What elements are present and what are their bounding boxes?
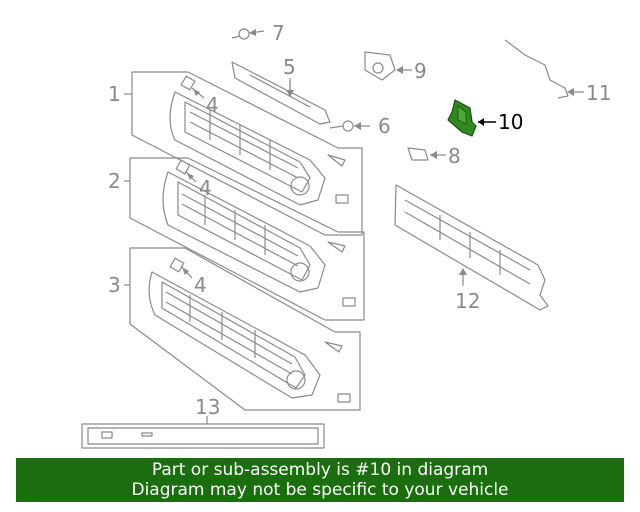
grille-assembly-3[interactable] [129, 247, 361, 411]
callout-11: 11 [586, 81, 611, 105]
clip-4b[interactable] [175, 159, 191, 175]
callout-10: 10 [498, 110, 523, 134]
part-12-lower-bracket[interactable] [394, 184, 549, 311]
grille-assembly-2[interactable] [129, 157, 365, 321]
grille-3 [148, 271, 321, 399]
fog-light-1 [290, 176, 310, 196]
fog-light-2 [290, 262, 310, 282]
callout-2: 2 [108, 169, 121, 193]
callout-13: 13 [195, 395, 220, 419]
callout-1: 1 [108, 82, 121, 106]
callout-6: 6 [378, 114, 391, 138]
grille-1-inner [184, 101, 311, 193]
bracket-2 [342, 297, 356, 307]
callout-12: 12 [455, 289, 480, 313]
callout-9: 9 [414, 59, 427, 83]
callout-4b: 4 [199, 176, 212, 200]
part-8-clip[interactable] [407, 147, 429, 161]
panel-3-outline [129, 247, 361, 411]
part-11-wire[interactable] [504, 39, 569, 99]
callout-7: 7 [272, 21, 285, 45]
callout-3: 3 [108, 273, 121, 297]
clip-4c[interactable] [169, 257, 185, 273]
part-13-strip[interactable] [81, 423, 325, 449]
banner-line-1: Part or sub-assembly is #10 in diagram [151, 460, 489, 480]
grille-1 [169, 91, 326, 206]
info-banner: Part or sub-assembly is #10 in diagram D… [16, 458, 624, 502]
grille-assembly-1[interactable] [131, 71, 363, 236]
bracket-1 [335, 194, 349, 204]
banner-line-2: Diagram may not be specific to your vehi… [131, 480, 509, 500]
grille-3-inner [161, 281, 306, 389]
callout-4c: 4 [194, 273, 207, 297]
fog-light-3 [286, 370, 306, 390]
part-10-highlighted[interactable] [447, 99, 496, 137]
bracket-3 [337, 393, 351, 403]
part-9-sensor[interactable] [364, 51, 396, 81]
clip-4a[interactable] [180, 75, 196, 91]
panel-2-outline [129, 157, 365, 321]
callout-5: 5 [283, 55, 296, 79]
callout-arrows [182, 29, 574, 275]
callout-8: 8 [448, 144, 461, 168]
grille-2 [162, 171, 326, 293]
part-6-screw[interactable] [342, 120, 354, 132]
panel-1-outline [131, 71, 363, 236]
callout-4a: 4 [206, 93, 219, 117]
part-5-bracket[interactable] [231, 61, 331, 125]
grille-2-inner [177, 181, 311, 281]
part-7-screw[interactable] [238, 28, 250, 40]
